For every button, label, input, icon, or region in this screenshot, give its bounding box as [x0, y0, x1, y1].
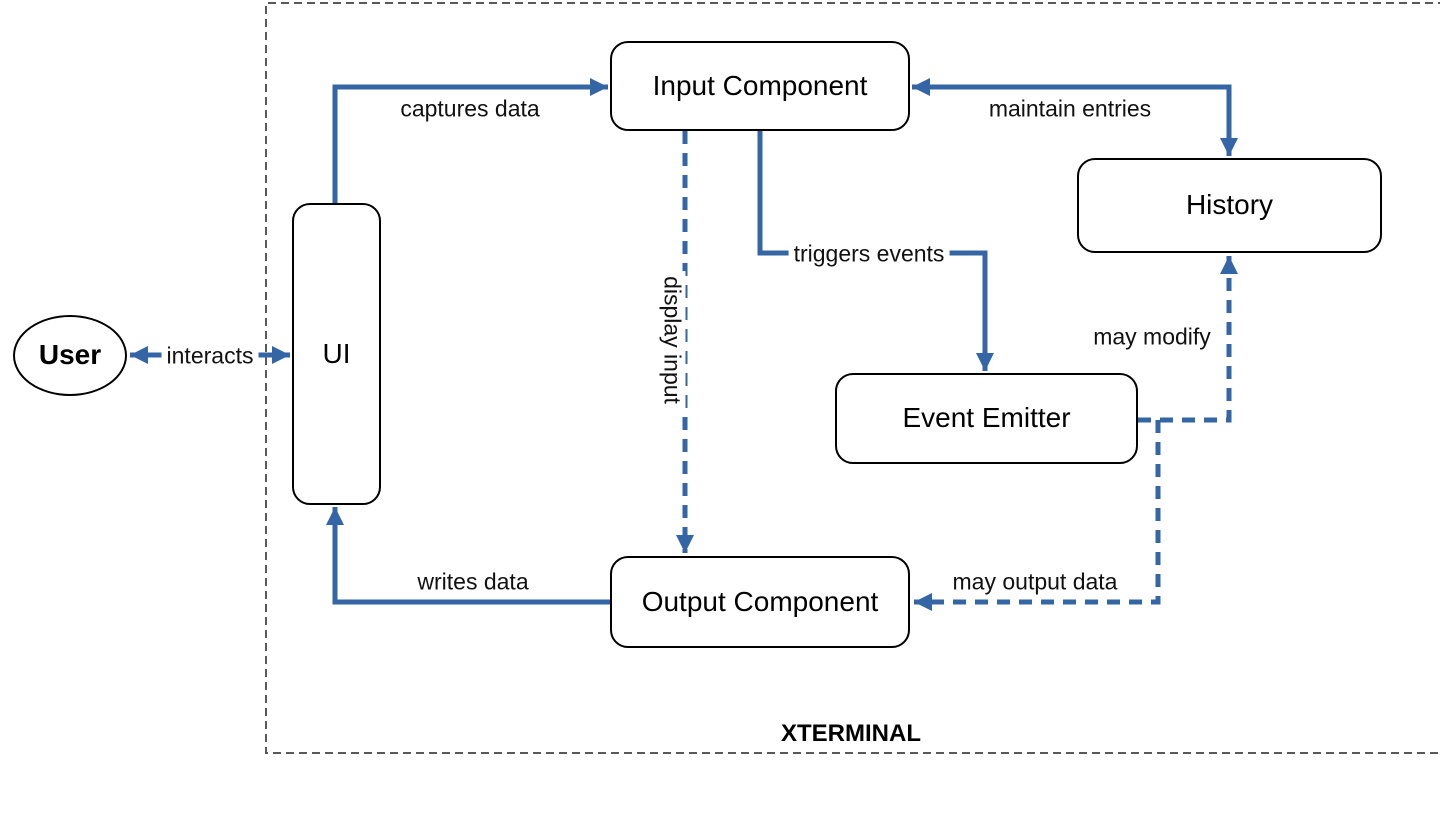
- node-user: User: [13, 315, 127, 396]
- node-output-component-label: Output Component: [641, 585, 879, 617]
- node-output-component: Output Component: [610, 556, 910, 648]
- arrow-maintain-entries: [912, 78, 1238, 156]
- xterminal-boundary-title: XTERMINAL: [781, 720, 921, 747]
- edge-label-captures-data: captures data: [395, 95, 545, 123]
- node-event-emitter: Event Emitter: [835, 373, 1138, 464]
- node-user-label: User: [38, 339, 102, 371]
- edge-label-interacts: interacts: [161, 342, 259, 370]
- arrow-captures-data: [332, 78, 608, 203]
- node-input-component-label: Input Component: [652, 69, 868, 101]
- arrow-may-modify: [1138, 256, 1238, 423]
- edge-label-display-input: display input: [658, 271, 686, 409]
- node-history-label: History: [1185, 189, 1274, 221]
- node-input-component: Input Component: [610, 41, 910, 131]
- edge-label-writes-data: writes data: [412, 568, 534, 596]
- edge-label-may-modify: may modify: [1088, 323, 1216, 351]
- edge-label-may-output-data: may output data: [947, 568, 1123, 596]
- node-ui-label: UI: [322, 337, 351, 369]
- node-event-emitter-label: Event Emitter: [902, 402, 1071, 434]
- arrow-may-output-data: [914, 420, 1161, 611]
- node-history: History: [1077, 158, 1382, 253]
- edge-label-triggers-events: triggers events: [788, 240, 950, 268]
- arrow-writes-data: [326, 507, 610, 605]
- node-ui: UI: [292, 203, 381, 505]
- edge-label-maintain-entries: maintain entries: [983, 95, 1157, 123]
- xterminal-boundary: [265, 2, 1440, 754]
